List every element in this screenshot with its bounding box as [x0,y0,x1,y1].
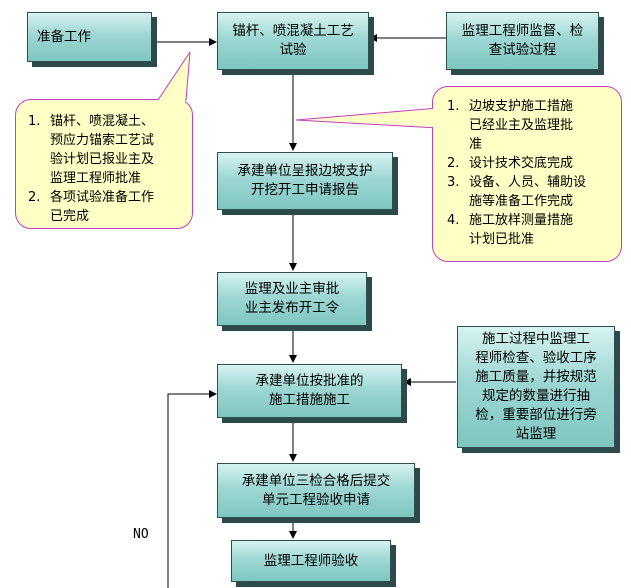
callout-left-item: 1. 锚杆、喷混凝土、 预应力锚索工艺试 验计划已报业主及 监理工程师批准 [28,112,184,188]
supervisor-monitor-test-box: 监理工程师监督、检 查试验过程 [446,12,599,70]
anchor-shotcrete-test-box: 锚杆、喷混凝土工艺 试验 [217,12,369,70]
no-label: NO [133,527,149,542]
list-number: 3. [447,175,460,190]
list-number: 2. [28,190,41,205]
supervisor-inspection-box: 施工过程中监理工 程师检查、验收工序 施工质量，并按规范 规定的数量进行抽 检，… [457,326,615,448]
callout-right-pointer [295,107,439,129]
list-text: 设备、人员、辅助设 施等准备工作完成 [469,175,587,209]
list-number: 1. [28,114,41,129]
contractor-report-box: 承建单位呈报边坡支护 开挖开工申请报告 [217,152,393,210]
callout-right-list: 1. 边坡支护施工措施 已经业主及监理批 准 2. 设计技术交底完成 3. 设备、人员、辅… [447,97,615,249]
approval-commence-order-box: 监理及业主审批 业主发布开工令 [217,272,367,326]
supervisor-acceptance-box: 监理工程师验收 [231,540,391,582]
callout-right-item: 2. 设计技术交底完成 [447,154,615,173]
three-check-submit-box: 承建单位三检合格后提交 单元工程验收申请 [217,463,415,518]
callout-right-item: 1. 边坡支护施工措施 已经业主及监理批 准 [447,97,615,154]
list-text: 施工放样测量措施 计划已批准 [469,213,574,247]
callout-prerequisites-test: 1. 锚杆、喷混凝土、 预应力锚索工艺试 验计划已报业主及 监理工程师批准 2. 各项… [15,99,193,229]
callout-left-item: 2. 各项试验准备工作 已完成 [28,188,184,226]
list-text: 锚杆、喷混凝土、 预应力锚索工艺试 验计划已报业主及 监理工程师批准 [50,114,155,186]
list-number: 1. [447,99,460,114]
list-number: 4. [447,213,460,228]
list-text: 各项试验准备工作 已完成 [50,190,155,224]
list-text: 边坡支护施工措施 已经业主及监理批 准 [469,99,574,152]
construction-per-plan-box: 承建单位按批准的 施工措施施工 [217,364,402,418]
pointer-join-right [432,109,435,127]
pointer-join-left [159,99,185,102]
no-loop-line [167,390,217,588]
callout-left-list: 1. 锚杆、喷混凝土、 预应力锚索工艺试 验计划已报业主及 监理工程师批准 2. 各项… [28,112,184,226]
list-text: 设计技术交底完成 [469,156,574,171]
prepare-work-box: 准备工作 [27,12,152,62]
callout-right-item: 4. 施工放样测量措施 计划已批准 [447,211,615,249]
callout-left-pointer [157,51,191,101]
callout-prerequisites-construction: 1. 边坡支护施工措施 已经业主及监理批 准 2. 设计技术交底完成 3. 设备、人员、辅… [432,86,622,262]
list-number: 2. [447,156,460,171]
callout-right-item: 3. 设备、人员、辅助设 施等准备工作完成 [447,173,615,211]
